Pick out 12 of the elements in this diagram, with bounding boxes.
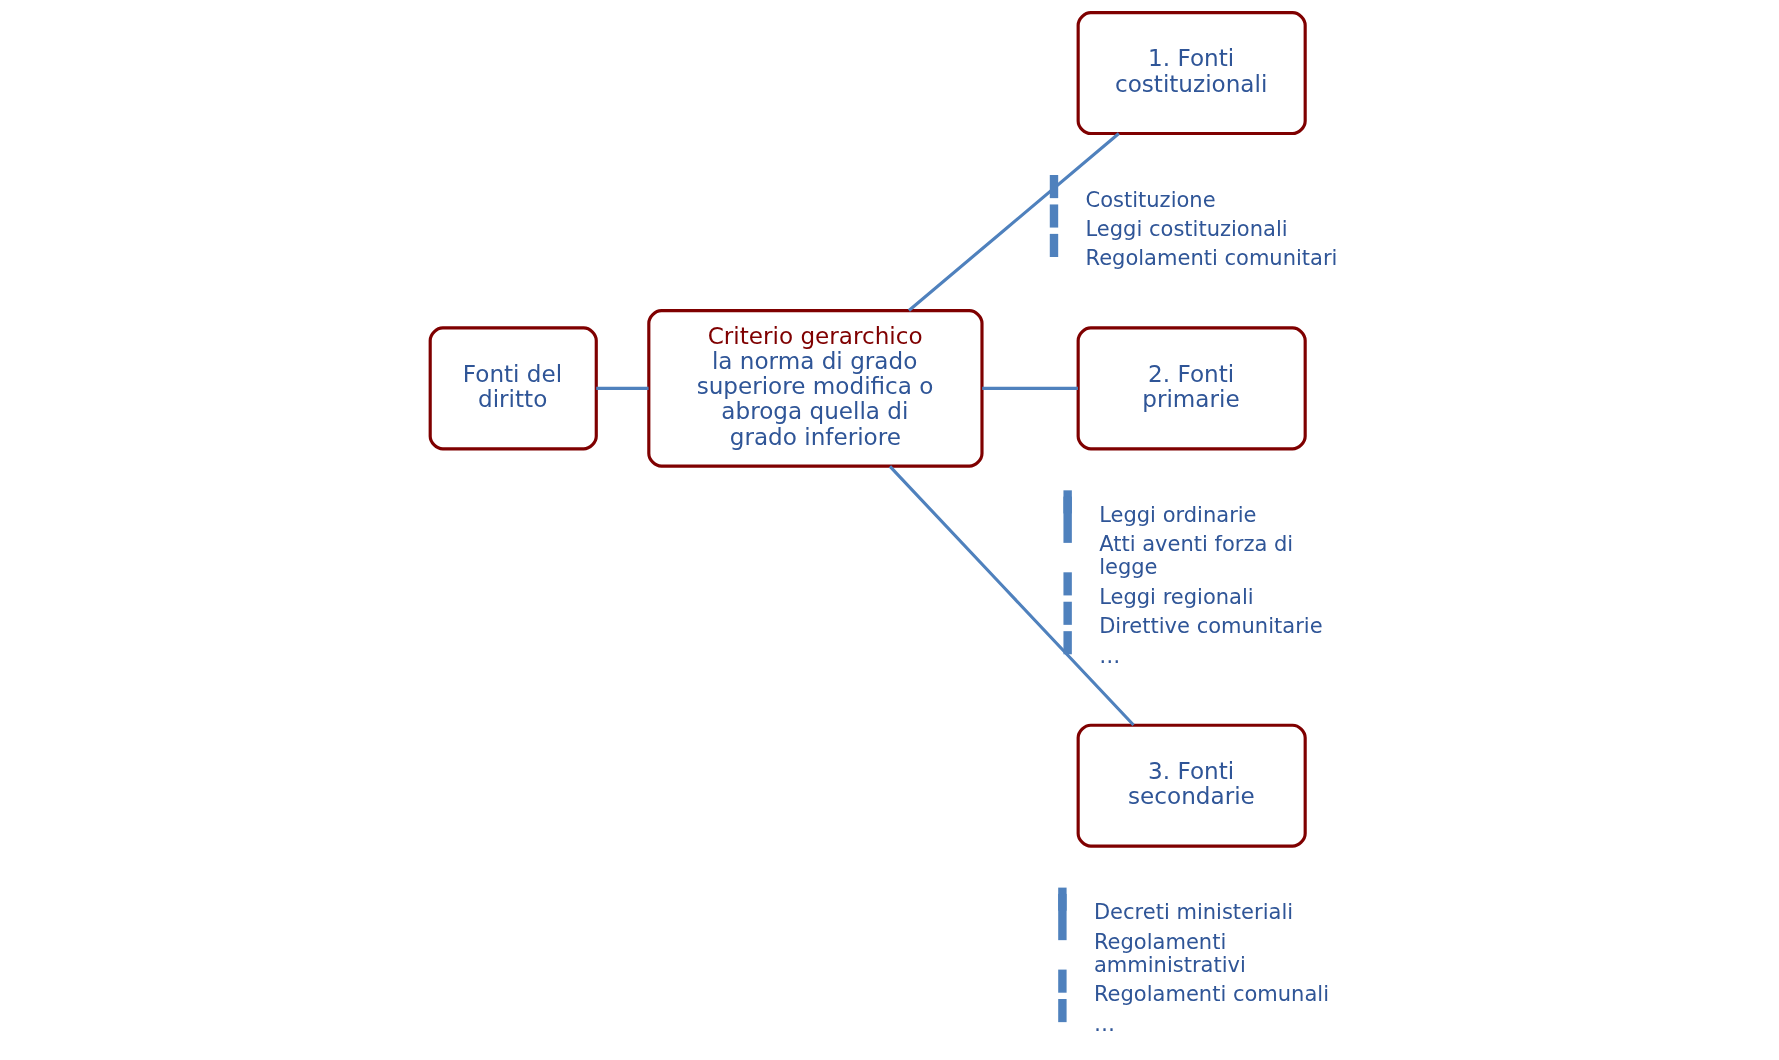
node-label: Direttive comunitarie [1099,613,1323,639]
node-label: Atti aventi forza di legge [1099,531,1294,580]
node-label: … [1099,642,1121,668]
node-label: Decreti ministeriali [1093,899,1294,925]
node-label: Leggi regionali [1099,583,1254,609]
node-label: Leggi costituzionali [1085,215,1288,241]
node-label: … [1093,1010,1115,1036]
node-label: Leggi ordinarie [1099,501,1257,527]
node-label: Regolamenti comunitari [1085,245,1338,271]
node-label: Costituzione [1085,186,1216,212]
node-label: Regolamenti amministrativi [1093,928,1246,977]
node-label: Regolamenti comunali [1093,981,1329,1007]
